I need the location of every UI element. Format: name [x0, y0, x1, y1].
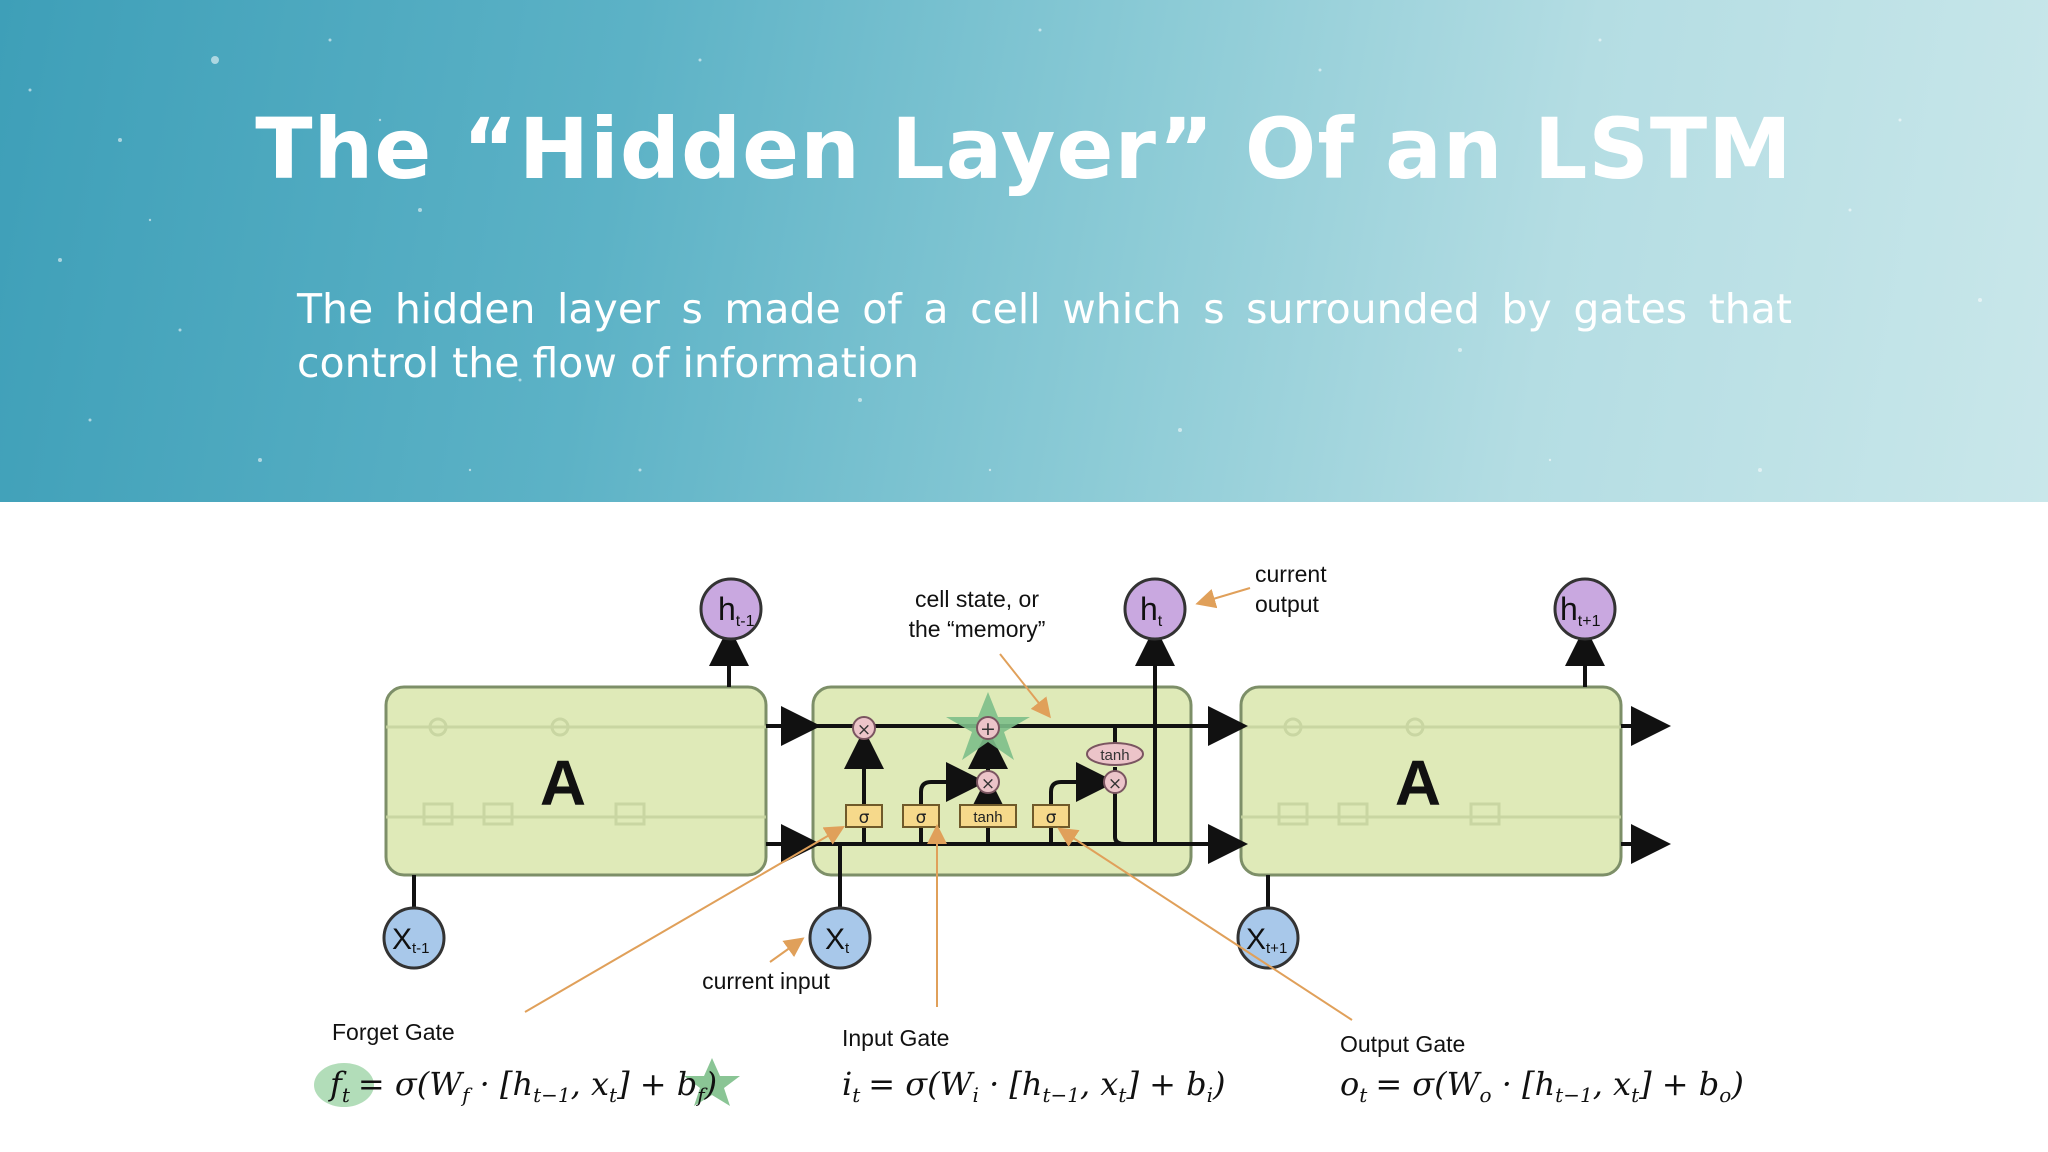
forget-sigma-label: σ: [859, 808, 870, 828]
annotation-arrows: [524, 587, 1353, 1021]
cell-add-op: [976, 716, 1000, 740]
current-input-annotation: current input: [702, 968, 830, 994]
forget-lhs-highlight: [314, 1063, 374, 1107]
output-node-next-label: ht+1: [1560, 591, 1601, 630]
input-node-next-label: Xt+1: [1246, 923, 1287, 957]
input-sigma-label: σ: [916, 808, 927, 828]
output-multiply-symbol: ×: [1108, 774, 1122, 794]
forget-bias-highlight: [684, 1058, 740, 1106]
slide-header: The “Hidden Layer” Of an LSTM The hidden…: [0, 0, 2048, 502]
output-node-next: [1553, 577, 1617, 641]
output-gate-equation: ot= σ(Wo · [ht−1, xt] + bo): [1340, 1065, 1744, 1107]
tanh-op: [1086, 742, 1144, 766]
cell-state-annotation-line2: the “memory”: [909, 616, 1046, 642]
output-multiply-op: [1103, 770, 1127, 794]
cell-add-symbol: +: [980, 718, 996, 740]
slide-title: The “Hidden Layer” Of an LSTM: [255, 100, 1793, 198]
input-multiply-op: [976, 770, 1000, 794]
input-node-current: [808, 906, 872, 970]
current-output-annotation-line2: output: [1255, 591, 1320, 617]
output-node-current: [1123, 577, 1187, 641]
lstm-cell-previous: [384, 685, 768, 877]
output-gate-label: Output Gate: [1340, 1031, 1465, 1057]
output-nodes: [699, 577, 1617, 641]
input-node-prev-label: Xt-1: [392, 923, 430, 957]
forget-multiply-symbol: ×: [857, 720, 871, 740]
cell-label-right: A: [1395, 747, 1441, 819]
forget-sigma-box: [845, 804, 883, 828]
slide-subtitle: The hidden layer s made of a cell which …: [297, 285, 1792, 387]
faded-cell-internals: [386, 717, 1621, 826]
forget-gate-label: Forget Gate: [332, 1019, 455, 1045]
forget-gate-equation: ft= σ(Wf · [ht−1, xt] + bf): [328, 1065, 717, 1107]
input-gate-equation: it= σ(Wi · [ht−1, xt] + bi): [842, 1065, 1225, 1107]
starfield-background: [28, 28, 1982, 472]
pointwise-ops: [852, 716, 1144, 794]
input-node-prev: [382, 906, 446, 970]
tanh-box-label: tanh: [973, 809, 1002, 826]
input-multiply-symbol: ×: [981, 774, 995, 794]
input-nodes: [382, 906, 1300, 970]
current-output-annotation-line1: current: [1255, 561, 1327, 587]
input-node-next: [1236, 906, 1300, 970]
tanh-op-label: tanh: [1100, 747, 1129, 764]
lstm-diagram: A A: [314, 561, 1744, 1107]
lstm-cell-next: [1239, 685, 1623, 877]
input-sigma-box: [902, 804, 940, 828]
input-node-current-label: Xt: [825, 923, 850, 957]
cell-label-left: A: [540, 747, 586, 819]
lstm-cell-current: [811, 685, 1193, 877]
forget-multiply-op: [852, 716, 876, 740]
tanh-box: [959, 804, 1017, 828]
input-gate-label: Input Gate: [842, 1025, 949, 1051]
gate-boxes: [845, 804, 1070, 828]
output-sigma-label: σ: [1046, 808, 1057, 828]
output-node-prev: [699, 577, 763, 641]
output-node-prev-label: ht-1: [718, 591, 755, 630]
output-node-current-label: ht: [1140, 591, 1163, 630]
output-sigma-box: [1032, 804, 1070, 828]
cell-state-annotation-line1: cell state, or: [915, 586, 1039, 612]
